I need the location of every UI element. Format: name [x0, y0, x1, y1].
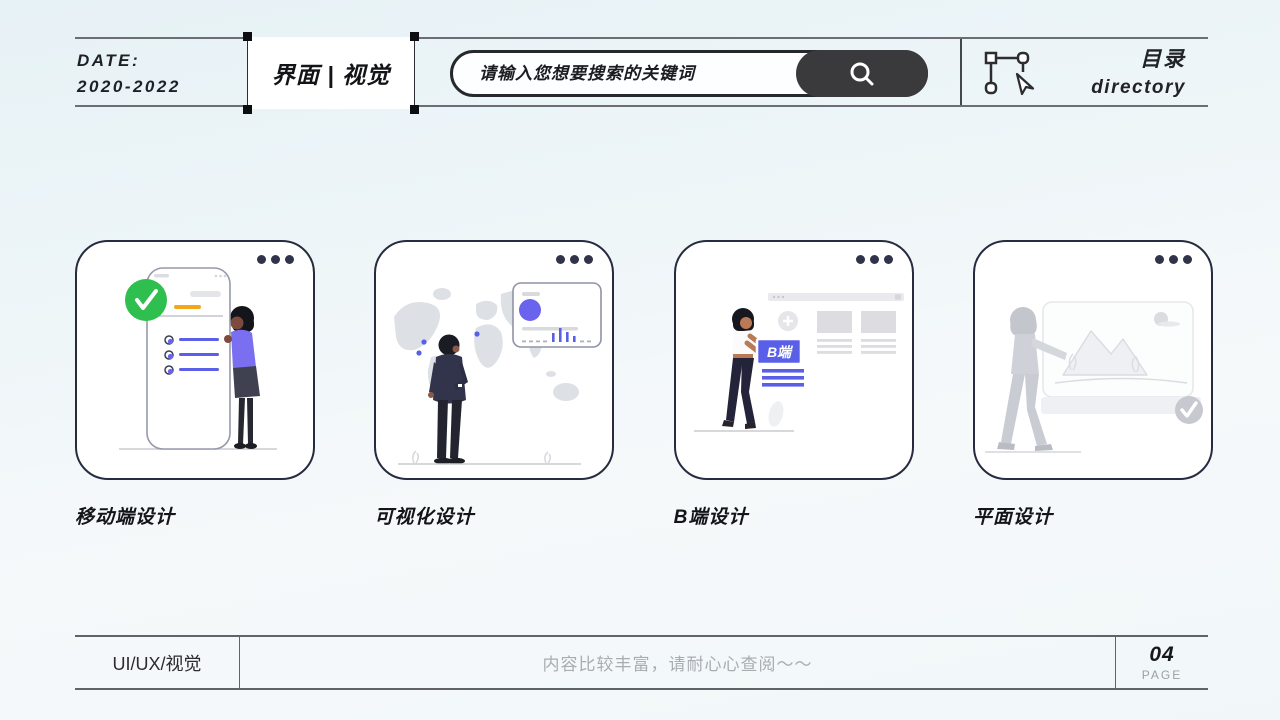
- illustration-graphic-design: [984, 301, 1203, 453]
- date-range: 2020-2022: [77, 77, 181, 96]
- footer: UI/UX/视觉 内容比较丰富，请耐心心查阅～～ 04 PAGE: [75, 635, 1208, 690]
- date-block: DATE: 2020-2022: [77, 48, 181, 100]
- directory-zh-label: 目录: [1140, 48, 1186, 71]
- check-icon: [1174, 396, 1203, 424]
- window-dots-icon: [556, 255, 594, 264]
- checklist-rows: [164, 335, 219, 375]
- window-dots-icon: [855, 255, 893, 264]
- date-label: DATE:: [77, 51, 141, 70]
- label-bside-design: B端设计: [673, 507, 749, 528]
- bar-chart: [522, 328, 592, 343]
- person-figure: [230, 306, 260, 449]
- illustration-bside-design: B端: [693, 293, 904, 432]
- window-dots-icon: [257, 255, 294, 264]
- chart-panel: [512, 282, 603, 348]
- label-visualization-design: 可视化设计: [374, 507, 475, 528]
- search-bar: [450, 50, 928, 97]
- person-figure: [428, 334, 469, 465]
- search-button[interactable]: [796, 50, 928, 97]
- card-visualization-design[interactable]: [374, 240, 615, 480]
- card-bside-design[interactable]: B端: [673, 240, 914, 480]
- pie-chart: [519, 299, 542, 321]
- card-graphic-design[interactable]: [972, 240, 1213, 480]
- page-number: 04: [1149, 643, 1175, 666]
- illustration-visualization-design: [394, 282, 603, 465]
- card-mobile-design[interactable]: [75, 240, 315, 480]
- header-divider: [960, 39, 962, 105]
- directory-cards: B端: [75, 240, 1213, 480]
- window-dots-icon: [1154, 255, 1192, 264]
- illustration-mobile-design: [119, 267, 277, 450]
- footer-category-label: UI/UX/视觉: [75, 637, 240, 688]
- selection-handle-icon: [410, 105, 419, 114]
- bside-badge: B端: [755, 337, 802, 366]
- footer-note: 内容比较丰富，请耐心心查阅～～: [240, 637, 1116, 688]
- page-word: PAGE: [1141, 668, 1183, 682]
- search-icon: [850, 62, 874, 85]
- person-figure: [721, 308, 765, 429]
- check-icon: [125, 279, 167, 321]
- category-tag-label: 界面 | 视觉: [271, 62, 391, 88]
- phone-mockup: [146, 267, 231, 450]
- vector-select-icon: [983, 50, 1035, 103]
- selection-handle-icon: [410, 32, 419, 41]
- card-labels: 移动端设计 可视化设计 B端设计 平面设计: [75, 502, 1213, 529]
- page-indicator: 04 PAGE: [1116, 637, 1208, 688]
- browser-mockup: [767, 293, 904, 354]
- person-figure: [996, 307, 1067, 451]
- selection-handle-icon: [243, 32, 252, 41]
- header: DATE: 2020-2022 界面 | 视觉: [75, 32, 1208, 114]
- bside-badge-label: B端: [767, 344, 794, 360]
- directory-en-label: directory: [1091, 77, 1186, 98]
- category-selection-box: 界面 | 视觉: [243, 32, 419, 114]
- label-graphic-design: 平面设计: [972, 507, 1053, 528]
- label-mobile-design: 移动端设计: [75, 507, 176, 528]
- selection-handle-icon: [243, 105, 252, 114]
- directory-title: 目录 directory: [1091, 46, 1186, 102]
- search-input[interactable]: [479, 53, 779, 94]
